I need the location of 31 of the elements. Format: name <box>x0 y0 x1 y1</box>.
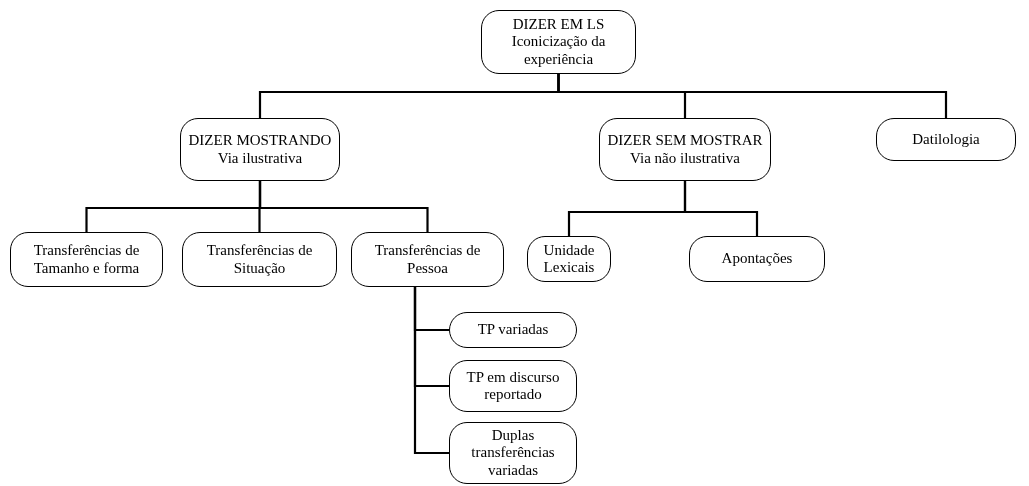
node-text: TP variadas <box>477 321 549 339</box>
node-text: Datilologia <box>912 130 980 149</box>
connector-line <box>557 74 948 118</box>
node-heading: DIZER SEM MOSTRAR <box>607 132 763 150</box>
rounded-box <box>449 422 577 484</box>
rounded-box <box>180 118 340 181</box>
rounded-box <box>351 232 504 287</box>
node-text: TP em discurso reportado <box>465 368 561 404</box>
node-heading: DIZER MOSTRANDO <box>188 132 332 150</box>
rounded-box <box>182 232 337 287</box>
rounded-box <box>449 360 577 412</box>
node-text: Apontações <box>721 250 793 268</box>
rounded-box <box>689 236 825 282</box>
rounded-box <box>449 312 577 348</box>
node-heading: DIZER EM LS <box>512 16 605 34</box>
rounded-box <box>599 118 771 181</box>
node-text: Iconicização da experiência <box>510 33 607 68</box>
node-text: Via não ilustrativa <box>630 149 740 167</box>
node-text: Transferências de Tamanho e forma <box>32 242 141 277</box>
node-text: Transferências de Situação <box>205 242 314 277</box>
connector-line <box>413 287 449 455</box>
node-text: Duplas transferências variadas <box>470 427 556 479</box>
node-text: Via ilustrativa <box>217 149 303 167</box>
node-text: Transferências de Pessoa <box>373 242 482 277</box>
rounded-box <box>527 236 611 282</box>
connector-line <box>683 181 759 236</box>
rounded-box <box>876 118 1016 161</box>
rounded-box <box>10 232 163 287</box>
connector-line <box>258 181 429 232</box>
node-text: Unidade Lexicais <box>542 241 596 277</box>
rounded-box <box>481 10 636 74</box>
